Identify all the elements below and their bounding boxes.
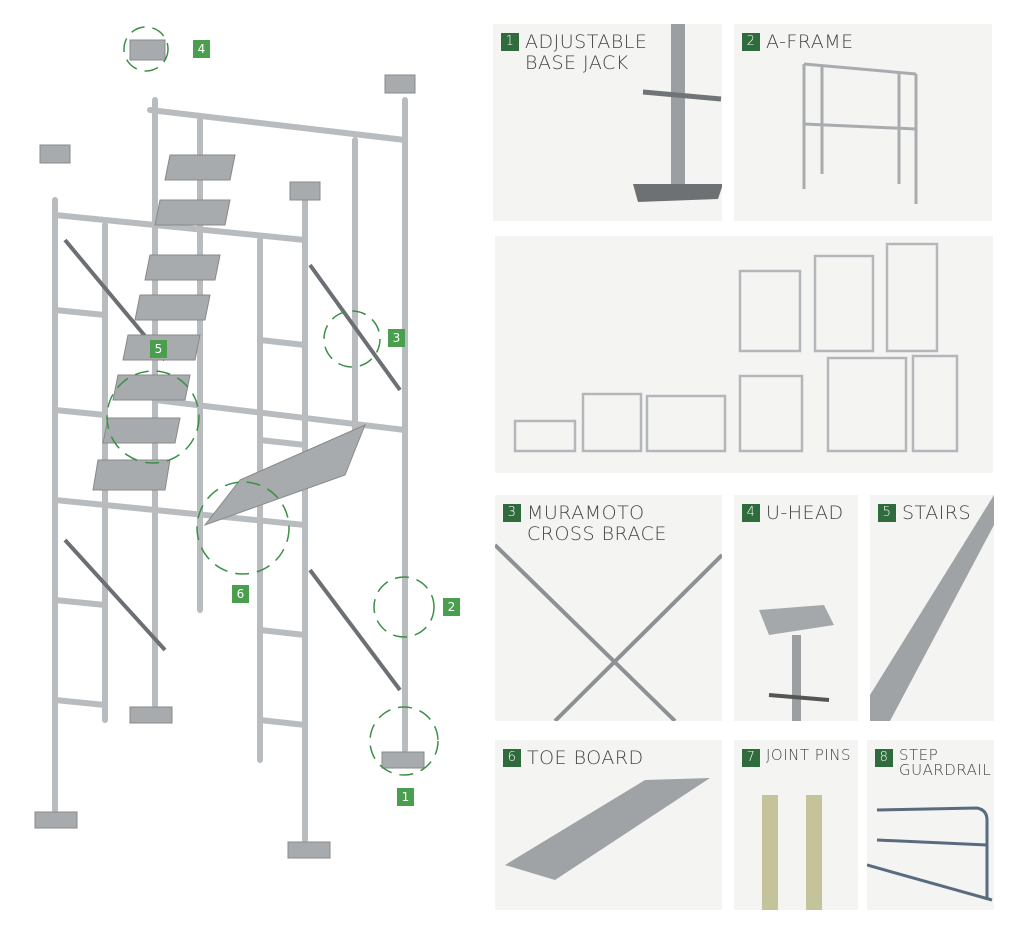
panel-title: U-HEAD	[766, 502, 844, 524]
callout-5: 5	[150, 340, 167, 358]
panel-title: STEP GUARDRAIL	[899, 746, 992, 779]
panel-joint-pins: 7 JOINT PINS	[734, 740, 858, 910]
badge-6: 6	[503, 749, 521, 767]
panel-frame-variants	[495, 236, 993, 473]
badge-5: 5	[878, 504, 896, 522]
badge-8: 8	[875, 749, 893, 767]
panel-base-jack: 1 ADJUSTABLE BASE JACK	[493, 24, 722, 221]
panel-step-guardrail: 8 STEP GUARDRAIL	[867, 740, 994, 910]
panel-a-frame: 2 A-FRAME	[734, 24, 992, 221]
callout-4: 4	[193, 40, 210, 58]
callout-3: 3	[388, 329, 405, 347]
callout-1: 1	[397, 788, 414, 806]
badge-4: 4	[742, 504, 760, 522]
panel-title: ADJUSTABLE BASE JACK	[525, 31, 648, 74]
panel-title: STAIRS	[902, 502, 972, 524]
badge-3: 3	[503, 504, 521, 522]
panel-title: TOE BOARD	[527, 747, 644, 769]
panel-title: JOINT PINS	[766, 746, 852, 764]
panel-stairs: 5 STAIRS	[870, 495, 994, 721]
badge-2: 2	[742, 33, 760, 51]
callout-6: 6	[232, 585, 249, 603]
badge-1: 1	[501, 33, 519, 51]
scaffold-diagram	[34, 26, 439, 859]
panel-title: MURAMOTO CROSS BRACE	[527, 502, 667, 545]
panel-title: A-FRAME	[766, 31, 854, 53]
badge-7: 7	[742, 749, 760, 767]
panel-cross-brace: 3 MURAMOTO CROSS BRACE	[495, 495, 722, 721]
panel-u-head: 4 U-HEAD	[734, 495, 858, 721]
callout-2: 2	[443, 598, 460, 616]
panel-toe-board: 6 TOE BOARD	[495, 740, 722, 910]
